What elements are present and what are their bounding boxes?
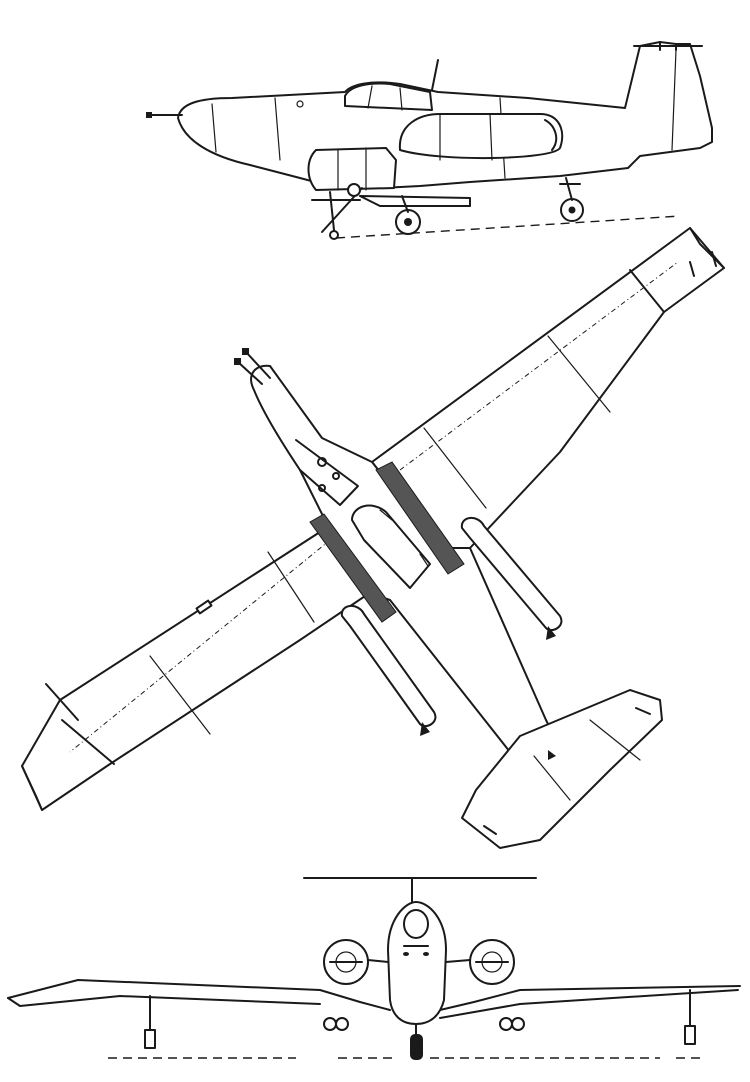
plan-tail-fin-mark: [548, 750, 556, 760]
side-gear-pivot: [347, 183, 361, 197]
side-canopy: [344, 82, 433, 111]
plan-wing-right-spar: [399, 261, 679, 471]
front-wing-lower-edge: [7, 989, 739, 1019]
plan-wing-left-marker: [195, 599, 213, 615]
side-view: [146, 41, 713, 240]
plan-wing-left-tip: [21, 719, 115, 811]
front-store-right-2: [511, 1017, 525, 1031]
plan-wing-right: [371, 227, 725, 549]
plan-nacelle-left-cone: [420, 722, 430, 736]
front-nose-wheel: [410, 1034, 423, 1060]
plan-gun-barrels: [237, 351, 271, 385]
plan-hatch-2: [332, 472, 340, 480]
plan-wingtip-right-marks: [689, 251, 717, 277]
front-view: [7, 877, 741, 1060]
front-store-right-1: [499, 1017, 513, 1031]
side-tail-wheel: [560, 198, 584, 222]
side-engine-nacelle-upper: [398, 113, 564, 160]
side-tail-gear-leg: [559, 177, 581, 201]
side-belly-fairing: [359, 195, 471, 207]
front-store-left-1: [323, 1017, 337, 1031]
side-lower-nacelle-lines: [337, 147, 367, 191]
side-access-panel: [296, 100, 304, 108]
plan-tail-tips: [483, 707, 651, 835]
side-main-gear-foot: [329, 230, 339, 240]
front-nacelle-pylons: [367, 959, 471, 963]
side-antenna-mast: [431, 59, 439, 91]
plan-view: [21, 227, 725, 849]
side-tailplane-tip: [633, 41, 703, 51]
front-gun-port-right: [423, 952, 429, 956]
side-nacelle-panel-lines: [439, 113, 493, 161]
plan-gun-muzzle-2: [242, 348, 249, 355]
plan-tail-panel-lines: [533, 719, 641, 801]
side-rudder-line: [671, 49, 677, 151]
plan-wing-left-spar: [69, 531, 341, 753]
front-wing-left: [7, 979, 391, 1011]
side-tail-wheel-hub: [568, 206, 576, 214]
side-nose-wheel: [395, 209, 421, 235]
side-gun-muzzle: [146, 112, 152, 118]
plan-wing-right-panel-lines: [423, 335, 611, 509]
front-outrigger-left-wheel: [144, 1029, 156, 1049]
plan-wing-right-tip: [629, 227, 725, 313]
plan-gun-muzzle-1: [234, 358, 241, 365]
side-engine-nacelle-lower: [307, 147, 397, 191]
side-nose-wheel-hub: [404, 218, 412, 226]
side-ground-line: [335, 215, 681, 239]
front-fuselage: [387, 901, 447, 1025]
plan-pitot-left: [45, 683, 79, 721]
plan-canopy-lines: [379, 509, 429, 567]
plan-tailplane: [461, 689, 663, 849]
plan-radiator-left: [309, 513, 397, 623]
plan-canopy: [351, 504, 431, 589]
plan-hatch-3: [318, 484, 326, 492]
plan-wing-left: [21, 509, 375, 811]
plan-radiator-right: [375, 461, 465, 575]
plan-nacelle-right-cone: [546, 626, 556, 640]
front-gun-port-left: [403, 952, 409, 956]
plan-hatch-1: [317, 457, 327, 467]
front-wing-right: [439, 985, 741, 1011]
side-nacelle-exhaust: [544, 119, 558, 151]
front-store-left-2: [335, 1017, 349, 1031]
side-canopy-frames: [367, 85, 403, 111]
front-outrigger-right-wheel: [684, 1025, 696, 1045]
plan-wing-left-panel-lines: [149, 551, 315, 735]
front-canopy: [403, 909, 429, 939]
